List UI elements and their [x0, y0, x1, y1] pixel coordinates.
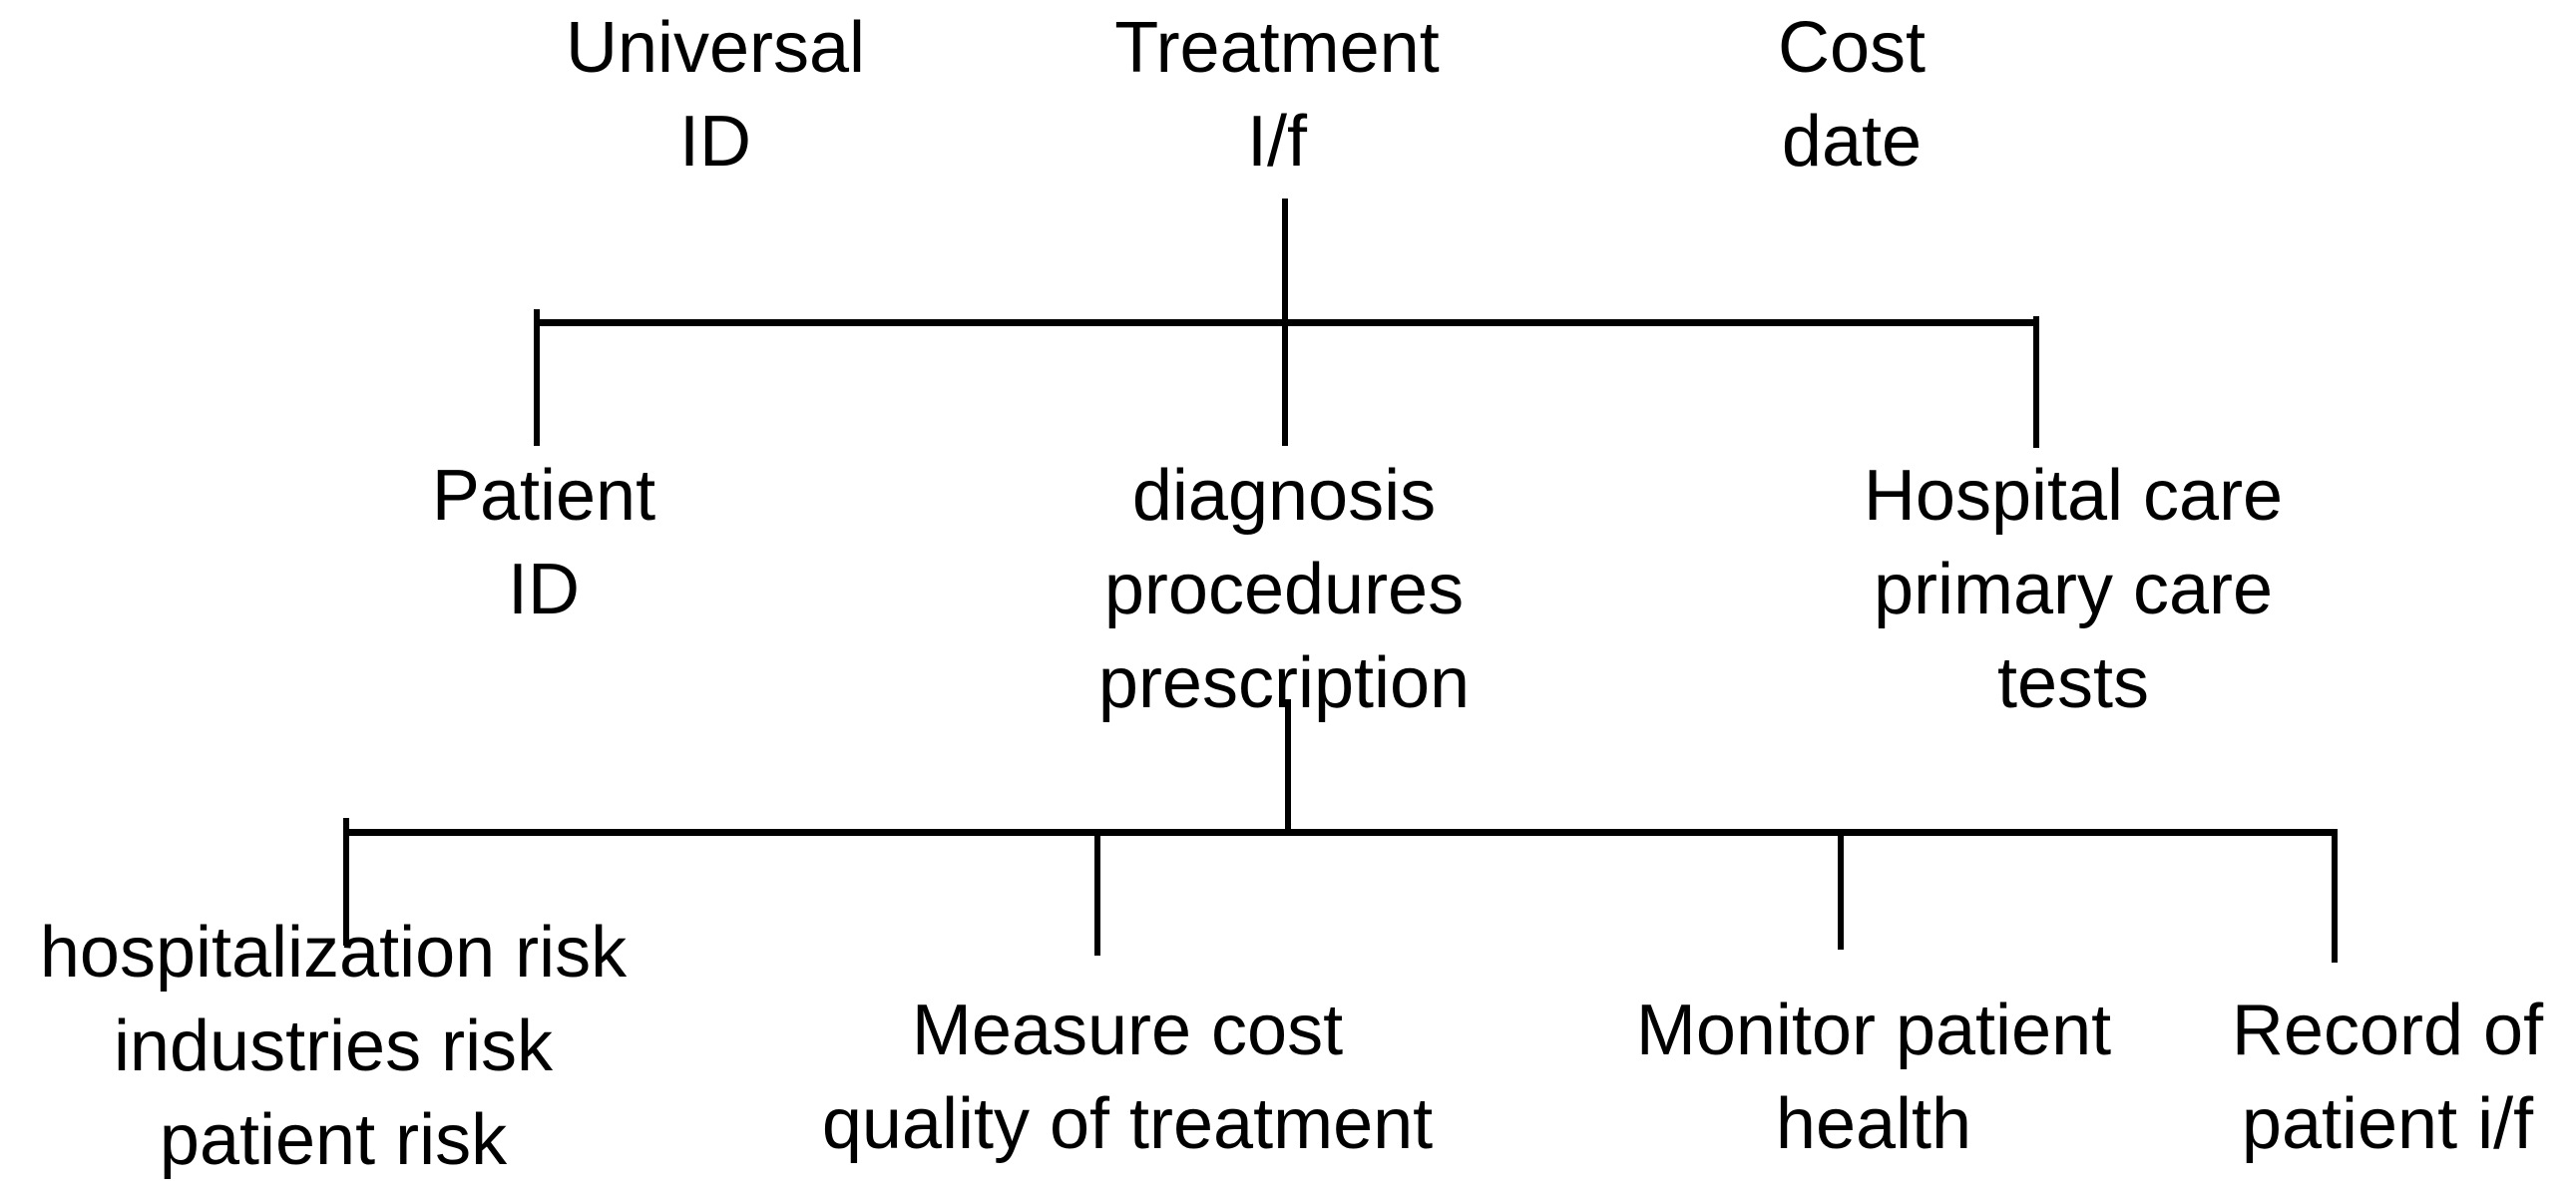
node-line: ID [679, 102, 751, 182]
node-line: Patient [431, 456, 656, 536]
node-line: hospitalization risk [39, 913, 628, 993]
node-line: prescription [1097, 643, 1471, 723]
node-line: tests [1996, 643, 2150, 723]
connector-top-right-drop-line [2033, 316, 2039, 448]
node-line: health [1775, 1084, 1972, 1164]
node-line: Cost [1777, 8, 1927, 88]
node-risks: hospitalization risk industries risk pat… [40, 906, 627, 1187]
node-line: patient risk [159, 1100, 508, 1180]
node-cost-date: Cost date [1778, 1, 1926, 189]
node-line: quality of treatment [821, 1084, 1434, 1164]
node-hospital-care: Hospital care primary care tests [1864, 449, 2283, 730]
node-record-patient: Record of patient i/f [2232, 984, 2543, 1171]
node-line: Treatment [1114, 8, 1440, 88]
node-monitor-patient: Monitor patient health [1636, 984, 2111, 1171]
node-line: ID [508, 550, 580, 629]
connector-bottom-stem-line [1285, 699, 1291, 836]
node-universal-id: Universal ID [566, 1, 865, 189]
connector-bottom-drop2-line [1094, 829, 1100, 956]
node-line: I/f [1246, 102, 1308, 182]
node-line: primary care [1873, 550, 2274, 629]
node-line: diagnosis [1131, 456, 1437, 536]
node-line: Hospital care [1863, 456, 2284, 536]
node-line: patient i/f [2241, 1084, 2534, 1164]
node-line: date [1781, 102, 1923, 182]
node-line: Measure cost [911, 991, 1344, 1070]
connector-bottom-drop4-line [2332, 829, 2338, 963]
connector-top-horizontal-line [534, 319, 2039, 326]
node-diagnosis-procedures-prescription: diagnosis procedures prescription [1098, 449, 1470, 730]
connector-bottom-drop3-line [1838, 829, 1844, 950]
node-measure-cost: Measure cost quality of treatment [822, 984, 1433, 1171]
connector-bottom-drop1-line [343, 818, 349, 946]
connector-top-left-drop-line [534, 309, 540, 446]
node-line: Monitor patient [1635, 991, 2112, 1070]
connector-bottom-horizontal-line [343, 829, 2338, 836]
node-line: Record of [2231, 991, 2544, 1070]
node-line: Universal [565, 8, 866, 88]
node-line: industries risk [113, 1006, 554, 1086]
node-patient-id: Patient ID [432, 449, 655, 636]
node-treatment-if: Treatment I/f [1114, 1, 1439, 189]
node-line: procedures [1103, 550, 1465, 629]
